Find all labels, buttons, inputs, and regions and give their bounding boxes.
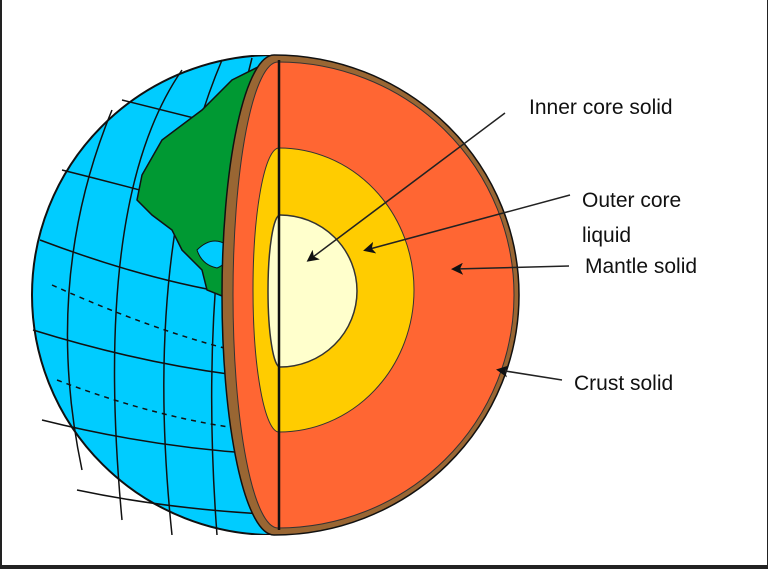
crust-arrow xyxy=(496,365,563,381)
inner-core-label: Inner core solid xyxy=(529,96,673,119)
mantle-label: Mantle solid xyxy=(585,255,698,278)
inner-core-arrow xyxy=(306,112,506,262)
outer-core-label-line2: liquid xyxy=(582,224,632,247)
outer-core-label: Outer core xyxy=(582,189,682,212)
outer-core-arrow xyxy=(363,194,571,254)
mantle-arrow xyxy=(451,262,570,275)
crust-label: Crust solid xyxy=(574,372,674,395)
